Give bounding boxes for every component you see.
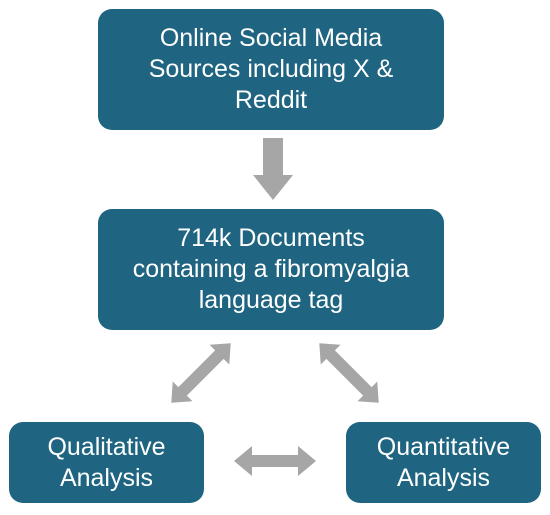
- node-quantitative-analysis: Quantitative Analysis: [346, 422, 541, 503]
- node-label-qualitative: Qualitative Analysis: [47, 432, 166, 492]
- node-label-quantitative: Quantitative Analysis: [376, 432, 511, 492]
- node-qualitative-analysis: Qualitative Analysis: [9, 422, 204, 503]
- node-documents: 714k Documents containing a fibromyalgia…: [98, 209, 444, 330]
- node-label-sources: Online Social Media Sources including X …: [148, 24, 394, 114]
- arrow-documents-qualitative: [171, 343, 231, 403]
- arrow-qualitative-quantitative: [234, 446, 316, 476]
- arrow-sources-to-documents: [253, 138, 293, 200]
- node-label-documents: 714k Documents containing a fibromyalgia…: [132, 224, 410, 314]
- arrow-documents-quantitative: [319, 343, 379, 403]
- node-online-social-media-sources: Online Social Media Sources including X …: [98, 9, 444, 130]
